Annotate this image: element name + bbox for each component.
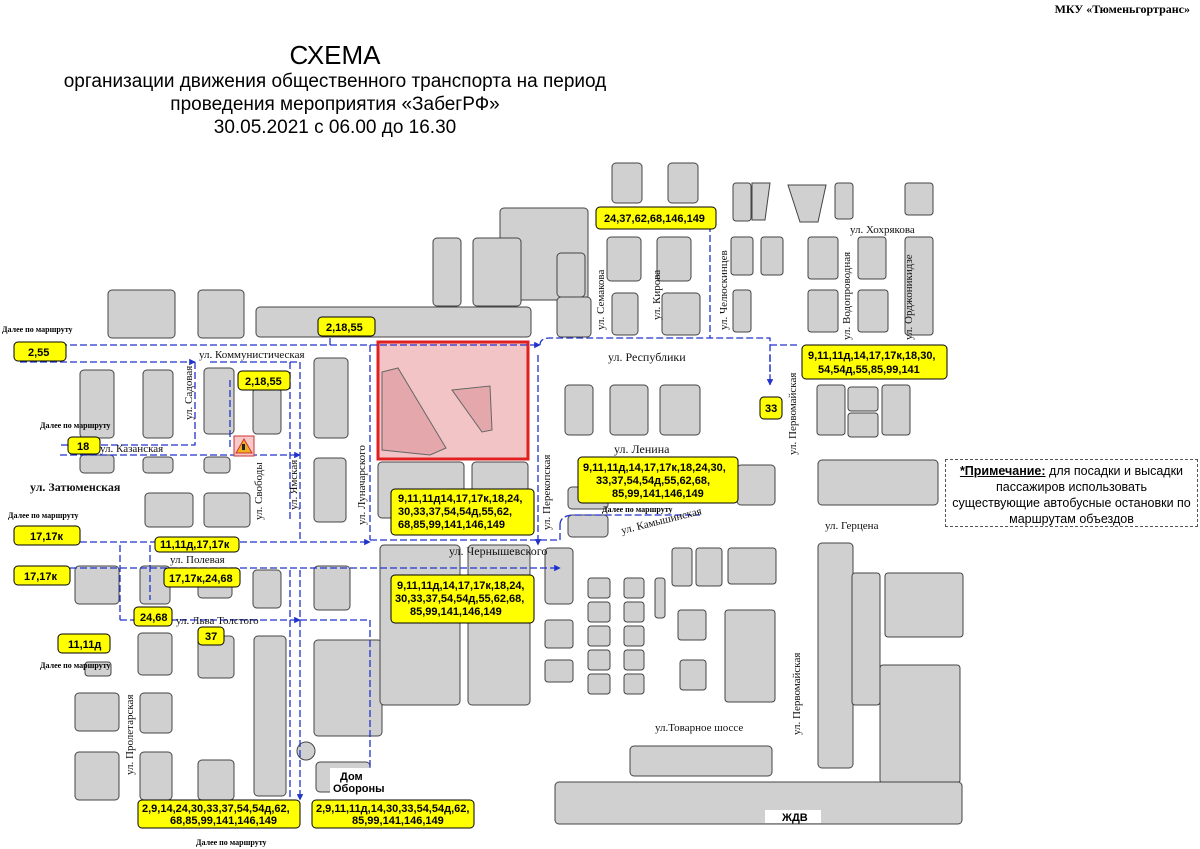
page-title: СХЕМА (289, 40, 381, 70)
further-route-label-6: Далее по маршруту (602, 505, 673, 514)
further-route-label-3: Далее по маршруту (8, 511, 79, 520)
route-label-bottom-left-1: 2,9,14,24,30,33,37,54,54д,62, (142, 803, 290, 815)
route-label-2-55: 2,55 (28, 347, 49, 359)
route-label-right-2: 54,54д,55,85,99,141 (818, 364, 920, 376)
further-route-label-2: Далее по маршруту (40, 421, 111, 430)
street-chelyuskintsev: ул. Челюскинцев (718, 250, 730, 330)
street-lva-tolstogo: ул. Льва Толстого (176, 615, 259, 627)
note-text: для посадки и высадки пассажиров использ… (952, 464, 1191, 526)
route-label-18: 18 (77, 441, 89, 453)
route-label-17-17k-a: 17,17к (30, 531, 64, 543)
dom-oborony-line-2: Обороны (333, 783, 385, 795)
street-kazanskaya: ул. Казанская (100, 443, 163, 455)
route-label-top-center: 24,37,62,68,146,149 (604, 213, 705, 225)
street-perekopskaya: ул. Перекопская (541, 455, 553, 530)
route-label-11-11d: 11,11д (68, 639, 101, 651)
event-zone (376, 340, 530, 461)
street-yamskaya: ул. Ямская (288, 460, 300, 510)
route-label-lenina-1: 9,11,11д,14,17,17к,18,24,30, (583, 462, 726, 474)
route-label-right-1: 9,11,11д,14,17,17к,18,30, (808, 350, 936, 362)
zhdv-label-bg (765, 810, 821, 823)
subtitle-line-2: проведения мероприятия «ЗабегРФ» (170, 94, 500, 115)
route-label-bottom-mid-1: 2,9,11,11д,14,30,33,54,54д,62, (316, 803, 469, 815)
note-label: *Примечание: (959, 464, 1046, 478)
route-label-bottom-mid-2: 85,99,141,146,149 (352, 815, 444, 827)
route-label-chern-2: 30,33,37,54,54д,55,62, (398, 506, 512, 518)
street-polevaya: ул. Полевая (170, 554, 225, 566)
route-label-bottom-center-3: 85,99,141,146,149 (410, 606, 502, 618)
route-label-bottom-center-2: 30,33,37,54,54д,55,62,68, (395, 593, 524, 605)
street-svobody: ул. Свободы (253, 462, 265, 520)
street-tovarnoe-shosse: ул.Товарное шоссе (655, 722, 743, 734)
street-zatyumenskaya: ул. Затюменская (30, 480, 121, 494)
dom-oborony-line-1: Дом (340, 771, 363, 783)
route-label-17-17k-b: 17,17к (24, 571, 58, 583)
street-respubliki: ул. Республики (608, 350, 686, 364)
route-label-lenina-3: 85,99,141,146,149 (612, 488, 704, 500)
route-label-2-18-55-a: 2,18,55 (326, 322, 363, 334)
further-route-label-4: Далее по маршруту (40, 661, 111, 670)
dom-oborony-bg (330, 768, 372, 794)
further-route-labels: Далее по маршруту Далее по маршруту Дале… (2, 325, 673, 847)
note-box: *Примечание: для посадки и высадки пасса… (945, 459, 1198, 527)
street-proletarskaya: ул. Пролетарская (124, 694, 136, 775)
organization-name: МКУ «Тюменьгортранс» (1054, 2, 1190, 16)
street-kirova: ул. Кирова (651, 270, 663, 320)
street-lunacharskogo: ул. Луначарского (356, 445, 368, 525)
subtitle-line-3: 30.05.2021 с 06.00 до 16.30 (213, 117, 457, 138)
route-label-17-17k-24-68: 17,17к,24,68 (169, 573, 233, 585)
street-pervomayskaya: ул. Первомайская (787, 373, 799, 455)
street-khokhryakova: ул. Хохрякова (850, 224, 915, 236)
route-label-lenina-2: 33,37,54,54д,55,62,68, (596, 475, 710, 487)
route-label-chern-3: 68,85,99,141,146,149 (398, 519, 505, 531)
street-semakova: ул. Семакова (595, 270, 607, 330)
route-boxes (13, 206, 948, 829)
roadworks-sign-icon (233, 435, 255, 457)
street-pervomayskaya-2: ул. Первомайская (791, 653, 803, 735)
route-label-chern-1: 9,11,11д14,17,17к,18,24, (398, 493, 522, 505)
street-kommunisticheskaya: ул. Коммунистическая (199, 349, 305, 361)
route-label-11-11d-17-17k: 11,11д,17,17к (160, 539, 230, 551)
street-lenina: ул. Ленина (614, 442, 670, 456)
route-label-bottom-center-1: 9,11,11д,14,17,17к,18,24, (397, 580, 525, 592)
route-label-bottom-left-2: 68,85,99,141,146,149 (170, 815, 277, 827)
route-box-labels: 24,37,62,68,146,149 2,18,55 2,55 2,18,55… (24, 213, 936, 827)
street-gertsena: ул. Герцена (825, 520, 879, 532)
route-label-24-68: 24,68 (140, 612, 168, 624)
route-label-37: 37 (205, 631, 217, 643)
street-chernyshevskogo: ул. Чернышевского (449, 544, 547, 558)
route-label-2-18-55-b: 2,18,55 (245, 376, 282, 388)
street-ordzhonikidze: ул. Орджоникидзе (903, 254, 915, 340)
street-vodoprovodnaya: ул. Водопроводная (841, 252, 853, 340)
zhdv-label: ЖДВ (781, 812, 808, 824)
further-route-label-5: Далее по маршруту (196, 838, 267, 847)
route-label-33: 33 (765, 403, 777, 415)
further-route-label-1: Далее по маршруту (2, 325, 73, 334)
title-block: СХЕМА организации движения общественного… (30, 40, 640, 139)
street-sadovaya: ул. Садовая (183, 366, 195, 420)
subtitle-line-1: организации движения общественного транс… (63, 71, 607, 92)
